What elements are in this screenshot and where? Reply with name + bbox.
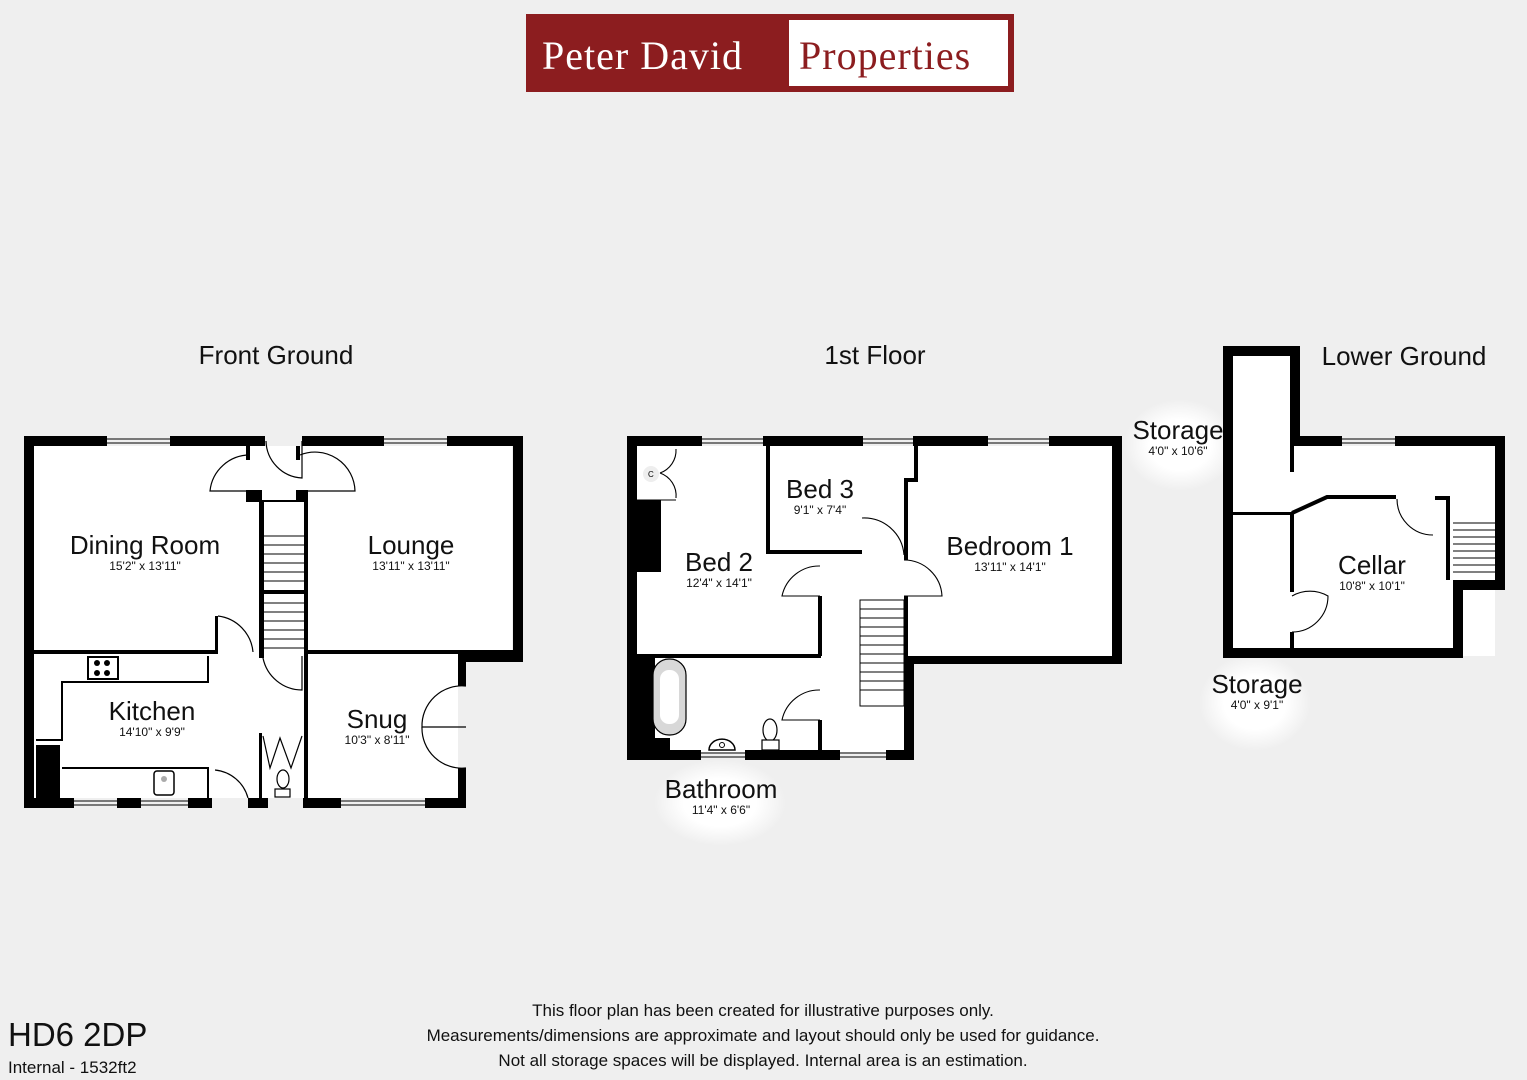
floor-title-front-ground: Front Ground: [198, 340, 354, 370]
room-dimensions: 12'4" x 14'1": [686, 576, 752, 590]
label-glow: [1125, 400, 1235, 490]
room-dimensions: 14'10" x 9'9": [119, 725, 185, 739]
room-name: Storage: [1132, 415, 1224, 445]
internal-area: Internal - 1532ft2: [8, 1058, 137, 1077]
floor-title-1st-floor: 1st Floor: [824, 340, 926, 370]
room-bed-2: Bed 2 12'4" x 14'1": [685, 548, 753, 590]
front-ground-plan: [24, 436, 523, 808]
room-name: Storage: [1211, 669, 1303, 699]
label-glow: [655, 760, 785, 845]
room-dimensions: 13'11" x 14'1": [974, 560, 1046, 574]
room-bed-3: Bed 3 9'1" x 7'4": [786, 475, 854, 517]
floor-title-lower-ground: Lower Ground: [1321, 341, 1487, 371]
label-glow: [1200, 655, 1310, 750]
room-name: Dining Room: [69, 530, 221, 560]
room-dimensions: 15'2" x 13'11": [109, 559, 181, 573]
room-dining-room: Dining Room 15'2" x 13'11": [70, 531, 220, 573]
first-floor-plan: C: [627, 436, 1122, 760]
room-lounge: Lounge 13'11" x 13'11": [368, 531, 455, 573]
room-bedroom-1: Bedroom 1 13'11" x 14'1": [946, 532, 1073, 574]
room-name: Bed 3: [786, 474, 854, 504]
disclaimer: This floor plan has been created for ill…: [427, 998, 1100, 1073]
lower-ground-plan: [1223, 346, 1505, 658]
postcode: HD6 2DP: [8, 1016, 148, 1053]
room-bathroom: Bathroom 11'4" x 6'6": [665, 775, 778, 817]
disclaimer-line: Not all storage spaces will be displayed…: [498, 1051, 1028, 1070]
room-dimensions: 10'8" x 10'1": [1339, 579, 1405, 593]
room-kitchen: Kitchen 14'10" x 9'9": [109, 697, 196, 739]
room-storage-lower: Storage 4'0" x 9'1": [1211, 670, 1302, 712]
room-name: Bedroom 1: [946, 531, 1074, 561]
room-dimensions: 10'3" x 8'11": [344, 733, 410, 747]
room-cellar: Cellar 10'8" x 10'1": [1338, 551, 1406, 593]
room-dimensions: 11'4" x 6'6": [691, 803, 751, 817]
room-name: Bed 2: [685, 547, 753, 577]
room-dimensions: 9'1" x 7'4": [793, 503, 847, 517]
disclaimer-line: This floor plan has been created for ill…: [532, 1001, 994, 1020]
brand-name-box: Properties: [789, 20, 1008, 86]
brand-name-part2: Properties: [799, 33, 972, 78]
room-name: Kitchen: [108, 696, 196, 726]
room-snug: Snug 10'3" x 8'11": [345, 705, 410, 747]
room-dimensions: 4'0" x 9'1": [1230, 698, 1284, 712]
disclaimer-line: Measurements/dimensions are approximate …: [426, 1026, 1100, 1045]
brand-logo: Peter David Properties: [526, 14, 1014, 92]
room-storage-upper: Storage 4'0" x 10'6": [1132, 416, 1223, 458]
room-name: Lounge: [367, 530, 455, 560]
room-dimensions: 4'0" x 10'6": [1148, 444, 1208, 458]
room-name: Bathroom: [664, 774, 778, 804]
room-dimensions: 13'11" x 13'11": [372, 559, 450, 573]
brand-name-part1: Peter David: [542, 33, 743, 78]
room-name: Snug: [346, 704, 408, 734]
room-name: Cellar: [1338, 550, 1406, 580]
cupboard-label: C: [648, 470, 654, 479]
